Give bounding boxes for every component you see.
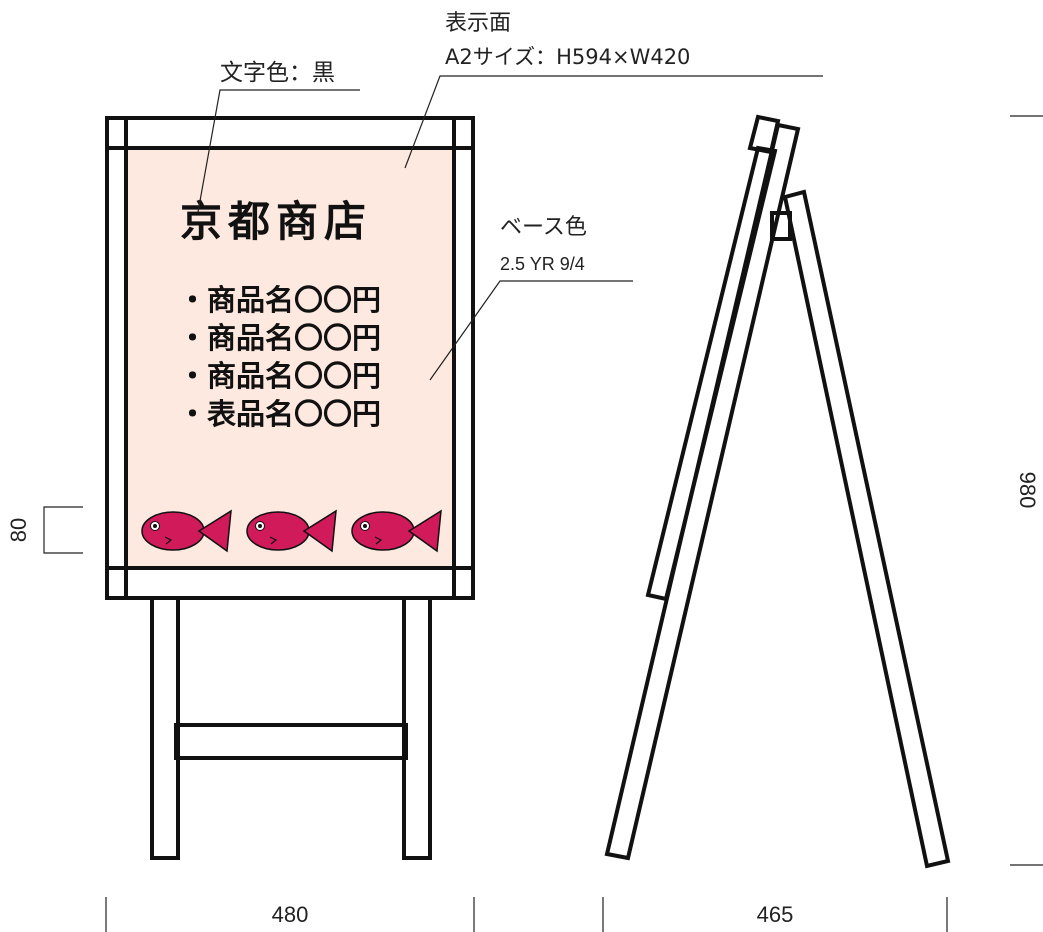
- fish-icon: [141, 509, 232, 553]
- menu-item: ・商品名〇〇円: [178, 283, 381, 317]
- dim-height: 980: [1015, 472, 1040, 509]
- display-panel: [126, 148, 454, 568]
- base-color-leader: [429, 280, 633, 381]
- outer-frame: [105, 116, 475, 600]
- text-color-label: 文字色：黒: [220, 60, 335, 86]
- side-hinge: [770, 211, 792, 241]
- text-color-leader: [197, 89, 360, 213]
- side-top-cap: [747, 114, 781, 155]
- dim-front-width: 480: [272, 902, 309, 927]
- side-rear-leg: [782, 189, 951, 869]
- side-view: [604, 114, 951, 869]
- front-view: 京都商店 ・商品名〇〇円 ・商品名〇〇円 ・商品名〇〇円 ・表品名〇〇円: [105, 116, 475, 860]
- display-face-size: A2サイズ：H594×W420: [445, 45, 690, 69]
- dim-bottom-band-bracket: [43, 506, 83, 554]
- dim-side-depth: 465: [757, 902, 794, 927]
- display-face-leader: [404, 75, 823, 169]
- front-crossbar: [174, 723, 408, 760]
- base-color-code: 2.5 YR 9/4: [500, 254, 585, 274]
- base-color-title: ベース色: [500, 215, 587, 240]
- fish-icon: [246, 509, 337, 553]
- shop-name: 京都商店: [180, 197, 372, 246]
- side-front-leg: [604, 122, 801, 861]
- fish-row: [141, 509, 442, 553]
- fish-icon: [351, 509, 442, 553]
- dimensions: 480 465 980 80: [6, 115, 1043, 932]
- dim-bottom-band: 80: [6, 518, 31, 542]
- display-face-title: 表示面: [445, 11, 511, 36]
- menu-item: ・商品名〇〇円: [178, 321, 381, 355]
- menu-item: ・表品名〇〇円: [178, 397, 381, 431]
- annotations: 文字色：黒 表示面 A2サイズ：H594×W420 ベース色 2.5 YR 9/…: [197, 11, 823, 381]
- menu-item: ・商品名〇〇円: [178, 359, 381, 393]
- side-panel-rail: [645, 145, 778, 602]
